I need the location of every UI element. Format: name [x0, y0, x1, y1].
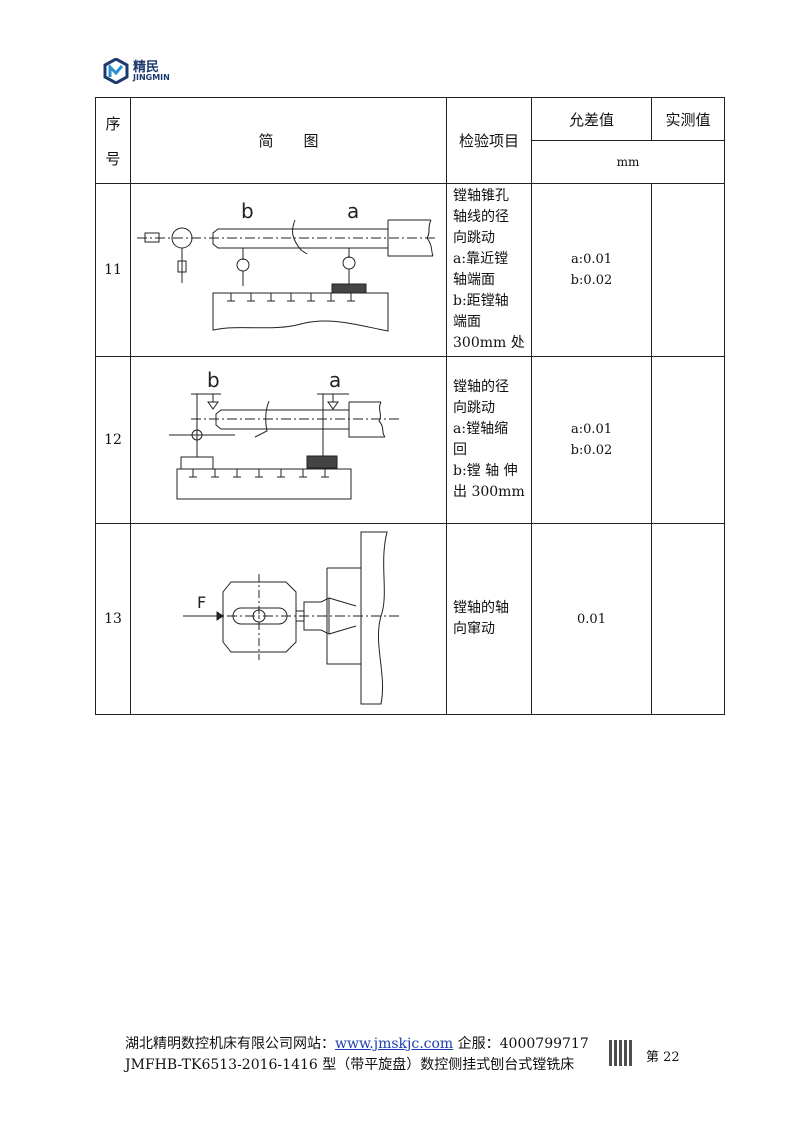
- header-diagram: 简 图: [130, 97, 447, 184]
- measured-value: [651, 356, 725, 524]
- tolerance-line: b:0.02: [570, 273, 613, 288]
- tolerance-value: a:0.01 b:0.02: [531, 183, 652, 357]
- label-a: a: [329, 368, 341, 392]
- row-number: 12: [95, 356, 131, 524]
- tolerance-value: 0.01: [531, 523, 652, 715]
- page-number: 第 22: [646, 1050, 680, 1065]
- measured-value: [651, 183, 725, 357]
- diagram-cell: b a: [130, 183, 447, 357]
- tolerance-line: b:0.02: [570, 443, 613, 458]
- header-tolerance: 允差值: [531, 97, 652, 141]
- header-seq-top: 序: [105, 114, 121, 133]
- item-line: b:距镗轴: [453, 293, 509, 309]
- item-line: 轴端面: [453, 272, 495, 288]
- item-line: 镗轴锥孔: [453, 188, 509, 204]
- tolerance-line: a:0.01: [570, 252, 613, 267]
- label-b: b: [207, 368, 220, 392]
- header-unit: mm: [531, 140, 725, 184]
- tolerance-line: 0.01: [577, 611, 606, 627]
- tolerance-line: a:0.01: [570, 422, 613, 437]
- item-line: 向跳动: [453, 230, 495, 246]
- label-f: F: [197, 593, 206, 612]
- inspection-item: 镗轴锥孔 轴线的径 向跳动 a:靠近镗 轴端面 b:距镗轴 端面 300mm 处: [446, 183, 532, 357]
- item-line: 300mm 处: [453, 335, 525, 351]
- diagram-cell: b a: [130, 356, 447, 524]
- header-seq: 序号: [95, 97, 131, 184]
- website-link[interactable]: www.jmskjc.com: [335, 1036, 454, 1052]
- company-name: 湖北精明数控机床有限公司网站：: [125, 1036, 335, 1052]
- item-line: a:靠近镗: [453, 251, 509, 267]
- item-line: 回: [453, 442, 467, 458]
- item-line: 向跳动: [453, 400, 495, 416]
- service-phone: 企服：4000799717: [453, 1036, 589, 1052]
- table-row: 11 b a: [95, 183, 725, 357]
- footer: 湖北精明数控机床有限公司网站：www.jmskjc.com 企服：4000799…: [125, 1034, 589, 1076]
- table-row: 12 b: [95, 356, 725, 524]
- logo-hexagon-icon: [103, 58, 129, 84]
- label-b: b: [241, 199, 254, 223]
- row-number: 11: [95, 183, 131, 357]
- qr-code-icon: [609, 1040, 633, 1066]
- tolerance-value: a:0.01 b:0.02: [531, 356, 652, 524]
- inspection-table: 序号 简 图 检验项目 允差值 实测值 mm 11: [95, 97, 725, 715]
- header-seq-bottom: 号: [105, 149, 121, 168]
- table-row: 13 F 镗轴的轴 向窜动: [95, 523, 725, 715]
- item-line: b:镗 轴 伸: [453, 463, 518, 479]
- footer-line-1: 湖北精明数控机床有限公司网站：www.jmskjc.com 企服：4000799…: [125, 1034, 589, 1055]
- item-line: 向窜动: [453, 621, 495, 637]
- row-number: 13: [95, 523, 131, 715]
- diagram-cell: F: [130, 523, 447, 715]
- logo-cn: 精民: [133, 59, 160, 75]
- label-a: a: [347, 199, 359, 223]
- item-line: 端面: [453, 314, 481, 330]
- measured-value: [651, 523, 725, 715]
- item-line: 镗轴的径: [453, 379, 509, 395]
- item-line: a:镗轴缩: [453, 421, 509, 437]
- item-line: 出 300mm: [453, 484, 525, 500]
- item-line: 镗轴的轴: [453, 600, 509, 616]
- company-logo: 精民 JINGMIN: [103, 58, 170, 84]
- inspection-item: 镗轴的径 向跳动 a:镗轴缩 回 b:镗 轴 伸 出 300mm: [446, 356, 532, 524]
- spindle-taper-runout-diagram: b a: [137, 199, 436, 332]
- header-item: 检验项目: [446, 97, 532, 184]
- spindle-axial-float-diagram: F: [183, 531, 401, 705]
- header-measured: 实测值: [651, 97, 725, 141]
- footer-line-2: JMFHB-TK6513-2016-1416 型（带平旋盘）数控侧挂式刨台式镗铣…: [125, 1057, 575, 1073]
- spindle-radial-runout-diagram: b a: [169, 368, 401, 500]
- inspection-item: 镗轴的轴 向窜动: [446, 523, 532, 715]
- item-line: 轴线的径: [453, 209, 509, 225]
- logo-en: JINGMIN: [133, 72, 170, 82]
